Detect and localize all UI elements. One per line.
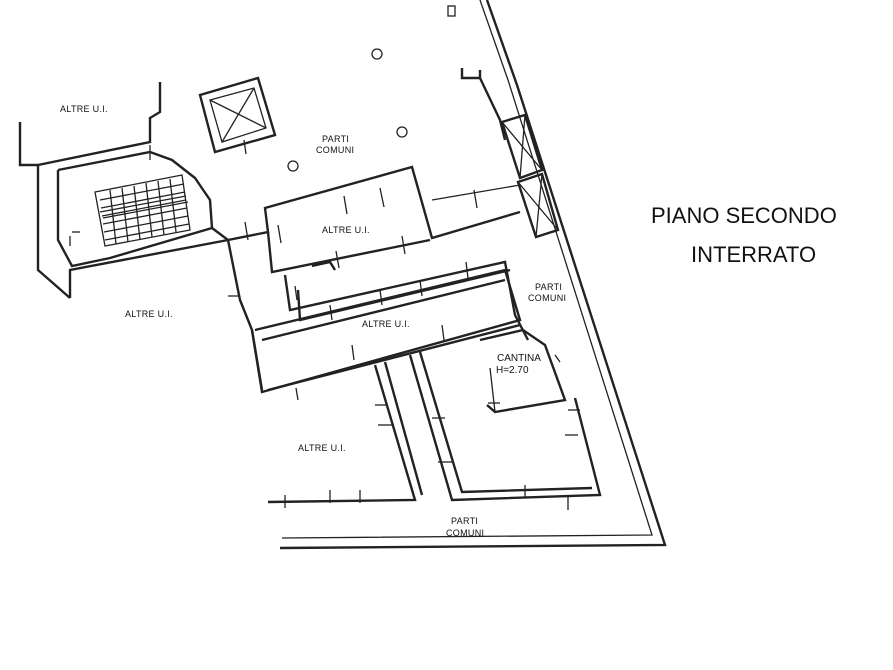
wall-top-left-inner (37, 82, 162, 167)
room-bottom-right (408, 354, 602, 502)
label-altre-ui-bottom: ALTRE U.I. (298, 443, 346, 453)
label-cantina-height: H=2.70 (496, 365, 529, 376)
column-square (447, 5, 456, 17)
label-altre-ui-center-upper: ALTRE U.I. (322, 225, 370, 235)
label-parti-comuni-top-1: PARTI (322, 134, 349, 144)
label-parti-comuni-bottom-2: COMUNI (446, 528, 484, 538)
room-bottom-right-inner (418, 351, 593, 494)
staircase (94, 174, 191, 247)
column-circle (396, 126, 408, 138)
column-circle (287, 160, 299, 172)
label-parti-comuni-bottom-1: PARTI (451, 516, 478, 526)
label-cantina: CANTINA (497, 353, 541, 364)
room-cantina-inner (489, 367, 496, 413)
outer-boundary-east-inner (281, 0, 653, 539)
room-cantina (479, 328, 567, 414)
label-parti-comuni-top-2: COMUNI (316, 145, 354, 155)
elevator-shaft (198, 76, 277, 154)
wall-stair-box (56, 150, 214, 268)
label-parti-comuni-right-2: COMUNI (528, 293, 566, 303)
wall-top-left (18, 122, 71, 299)
wall-inner-strip (283, 260, 530, 341)
wall-right-corridor (478, 77, 507, 141)
room-altre-center-bottom (267, 323, 521, 392)
column-circle (371, 48, 383, 60)
plan-title-line-1: PIANO SECONDO (651, 203, 837, 228)
room-bottom-left (267, 364, 417, 504)
room-bottom-left-inner (383, 361, 424, 496)
wall-top-right-notch (460, 68, 482, 80)
vent-shaft-lower (516, 172, 560, 239)
label-parti-comuni-right-1: PARTI (535, 282, 562, 292)
wall-corridor-divider (431, 184, 521, 201)
room-altre-upper (266, 231, 431, 274)
label-altre-ui-center: ALTRE U.I. (362, 319, 410, 329)
room-altre-center-inner (261, 278, 506, 342)
label-altre-ui-top-left: ALTRE U.I. (60, 104, 108, 114)
vent-shaft-upper (500, 113, 544, 180)
wall-left-region (68, 238, 229, 298)
label-altre-ui-left: ALTRE U.I. (125, 309, 173, 319)
outer-boundary-east (279, 0, 667, 550)
wall-inner-strip-3 (311, 260, 337, 271)
plan-title-line-2: INTERRATO (691, 242, 817, 267)
door-ticks (69, 139, 580, 510)
